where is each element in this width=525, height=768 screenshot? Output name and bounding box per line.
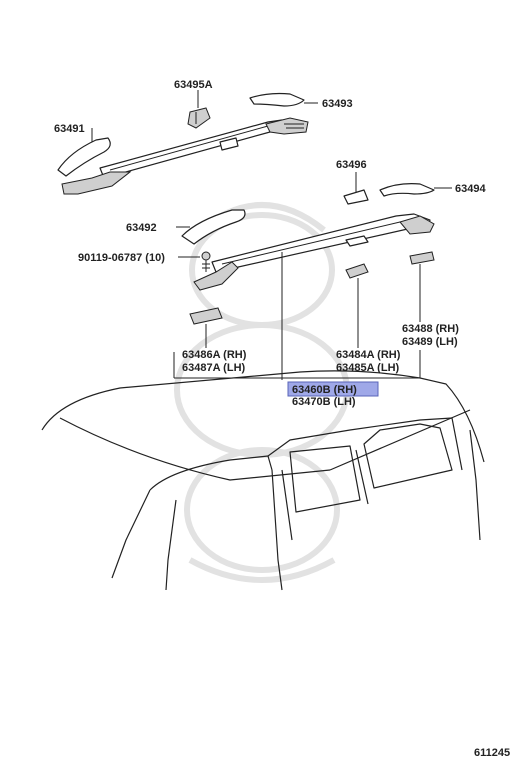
vehicle-body-outline (41, 370, 485, 591)
cover-63493[interactable] (249, 92, 305, 107)
pad-63488[interactable] (409, 251, 435, 265)
label-63487A[interactable]: 63487A (LH) (182, 362, 246, 374)
label-63486A[interactable]: 63486A (RH) (182, 349, 247, 361)
label-63491[interactable]: 63491 (54, 123, 85, 135)
label-90119-06787[interactable]: 90119-06787 (10) (78, 252, 165, 264)
label-63495A[interactable]: 63495A (174, 79, 213, 91)
figure-number: 611245 (474, 747, 510, 759)
label-63485A[interactable]: 63485A (LH) (336, 362, 400, 374)
label-63470B[interactable]: 63470B (LH) (292, 396, 356, 408)
label-63488[interactable]: 63488 (RH) (402, 323, 459, 335)
pad-63486A[interactable] (189, 307, 223, 325)
label-63494[interactable]: 63494 (455, 183, 486, 195)
bolt-90119[interactable] (201, 251, 211, 272)
label-63496[interactable]: 63496 (336, 159, 367, 171)
label-63460B[interactable]: 63460B (RH) (292, 384, 357, 396)
lower-roof-rail[interactable] (181, 209, 435, 291)
label-63492[interactable]: 63492 (126, 222, 157, 234)
bracket-63496[interactable] (343, 189, 369, 205)
bracket-63495A[interactable] (187, 107, 211, 129)
leader-lines (91, 90, 452, 380)
label-63489[interactable]: 63489 (LH) (402, 336, 458, 348)
upper-roof-rail[interactable] (57, 117, 309, 195)
label-63484A[interactable]: 63484A (RH) (336, 349, 401, 361)
label-63493[interactable]: 63493 (322, 98, 353, 110)
highlight-box (287, 381, 379, 397)
cover-63494[interactable] (379, 183, 435, 197)
pad-63484A[interactable] (345, 263, 369, 279)
